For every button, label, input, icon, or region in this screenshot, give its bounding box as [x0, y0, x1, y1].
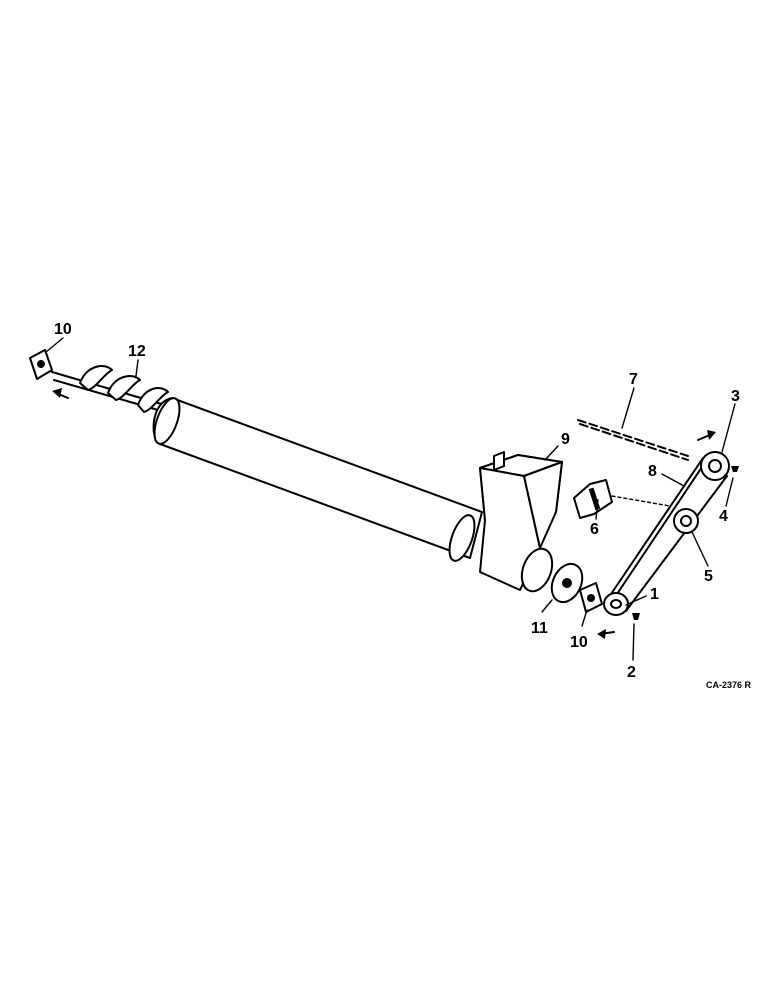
callout-12: 12 — [128, 343, 146, 360]
auger-flighting — [79, 365, 169, 413]
rotation-arrow-lower — [597, 629, 615, 639]
callout-5: 5 — [704, 568, 713, 585]
callout-4: 4 — [719, 508, 728, 525]
key-part — [731, 466, 739, 472]
hopper-spout — [479, 451, 563, 593]
callout-7: 7 — [629, 371, 638, 388]
belt-drive — [606, 457, 728, 612]
callout-11: 11 — [531, 620, 548, 637]
end-plate — [550, 562, 584, 604]
dashed-shaft — [577, 419, 689, 461]
rotation-arrow-left — [52, 388, 69, 399]
idler-bracket — [573, 479, 671, 519]
rotation-arrow-upper — [697, 430, 716, 441]
callout-10-right: 10 — [570, 634, 588, 651]
callout-3: 3 — [731, 388, 740, 405]
drawing-code: CA-2376 R — [706, 680, 752, 690]
left-bearing-flange — [29, 349, 53, 380]
callout-6: 6 — [590, 521, 599, 538]
auger-tube — [152, 397, 483, 559]
callout-2: 2 — [627, 664, 636, 681]
callout-9: 9 — [561, 431, 570, 448]
callout-8: 8 — [648, 463, 657, 480]
callout-10-left: 10 — [54, 321, 72, 338]
key-part-lower — [632, 613, 640, 620]
lower-pulley — [603, 592, 629, 616]
upper-pulley — [700, 451, 730, 481]
idler-pulley — [673, 508, 699, 534]
callout-1: 1 — [650, 586, 659, 603]
tube-collar — [448, 514, 476, 562]
leader-lines — [45, 337, 736, 661]
right-bearing-flange — [579, 582, 603, 613]
